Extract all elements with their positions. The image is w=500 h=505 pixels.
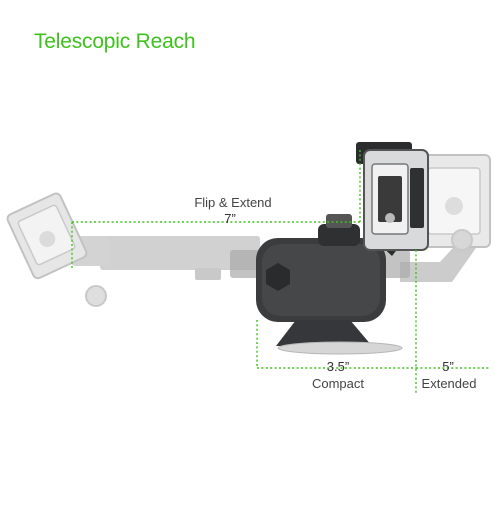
- compact-value: 3.5”: [326, 359, 350, 374]
- extended-value: 5”: [442, 359, 454, 374]
- extended-label: Extended: [421, 376, 477, 391]
- flip-extend-value: 7”: [224, 211, 236, 226]
- left-extended-camera: [6, 192, 260, 307]
- main-camera: [356, 142, 429, 251]
- right-extended-camera: [400, 154, 491, 282]
- dimension-lines: [71, 150, 490, 394]
- suction-mount: [256, 214, 403, 355]
- flip-extend-label: Flip & Extend: [194, 195, 272, 210]
- compact-label: Compact: [311, 376, 365, 391]
- page-title: Telescopic Reach: [34, 30, 196, 53]
